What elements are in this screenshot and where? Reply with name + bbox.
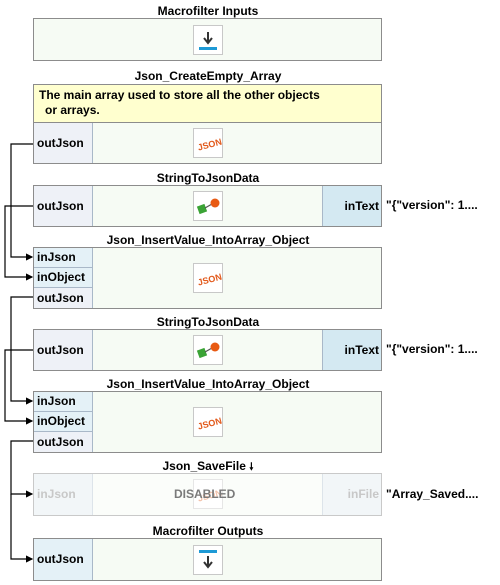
json-icon: JSON bbox=[193, 263, 223, 293]
string-to-json-1-block[interactable]: outJson inText bbox=[33, 185, 382, 227]
json-icon: JSON bbox=[193, 128, 223, 158]
download-marker-icon: 🠗 bbox=[249, 462, 254, 473]
in-json-port[interactable]: inJson bbox=[34, 248, 93, 268]
create-empty-array-title: Json_CreateEmpty_Array bbox=[134, 69, 282, 83]
save-file-title: Json_SaveFile 🠗 bbox=[33, 459, 383, 475]
in-text-value[interactable]: "{"version": 1.... bbox=[386, 342, 478, 356]
wire-insert2-to-outputs bbox=[10, 494, 34, 563]
in-file-value[interactable]: "Array_Saved.... bbox=[386, 487, 479, 501]
insert-value-2-title: Json_InsertValue_IntoArray_Object bbox=[106, 377, 310, 391]
input-arrow-icon bbox=[193, 25, 223, 55]
comment-line-2: or arrays. bbox=[45, 103, 100, 117]
in-json-port[interactable]: inJson bbox=[34, 392, 93, 412]
block-comment: The main array used to store all the oth… bbox=[33, 84, 382, 122]
in-text-value[interactable]: "{"version": 1.... bbox=[386, 198, 478, 212]
string-to-json-icon bbox=[193, 191, 223, 221]
out-json-port[interactable]: outJson bbox=[34, 288, 93, 308]
out-json-port[interactable]: outJson bbox=[34, 330, 93, 370]
in-json-port[interactable]: inJson bbox=[34, 474, 93, 515]
disabled-label: DISABLED bbox=[174, 487, 236, 501]
wire-string2-to-insert2-object bbox=[4, 349, 34, 425]
json-icon: JSON bbox=[193, 407, 223, 437]
json-icon: JSON bbox=[193, 479, 223, 509]
output-arrow-icon bbox=[193, 545, 223, 575]
comment-line-1: The main array used to store all the oth… bbox=[39, 88, 320, 102]
insert-value-1-title: Json_InsertValue_IntoArray_Object bbox=[106, 233, 310, 247]
save-file-title-text: Json_SaveFile bbox=[162, 459, 246, 473]
macrofilter-outputs-title: Macrofilter Outputs bbox=[152, 524, 264, 538]
string-to-json-2-title: StringToJsonData bbox=[156, 315, 260, 329]
out-json-port[interactable]: outJson bbox=[34, 123, 93, 163]
out-json-port[interactable]: outJson bbox=[34, 186, 93, 226]
insert-value-2-block[interactable]: inJson inObject outJson JSON bbox=[33, 391, 382, 453]
wire-string1-to-insert1-object bbox=[4, 205, 34, 281]
wire-insert1-to-insert2-json bbox=[10, 296, 34, 405]
in-file-port[interactable]: inFile bbox=[322, 474, 381, 515]
string-to-json-2-block[interactable]: outJson inText bbox=[33, 329, 382, 371]
macrofilter-outputs-block[interactable]: outJson bbox=[33, 538, 382, 581]
save-file-block[interactable]: inJson JSON DISABLED inFile bbox=[33, 473, 382, 516]
wire-create-to-insert1-json bbox=[10, 143, 34, 261]
out-json-port[interactable]: outJson bbox=[34, 539, 93, 580]
in-object-port[interactable]: inObject bbox=[34, 412, 93, 432]
macrofilter-inputs-title: Macrofilter Inputs bbox=[157, 4, 259, 18]
wire-insert2-to-savefile bbox=[10, 440, 34, 498]
insert-value-1-block[interactable]: inJson inObject outJson JSON bbox=[33, 247, 382, 309]
in-text-port[interactable]: inText bbox=[322, 186, 381, 226]
in-object-port[interactable]: inObject bbox=[34, 268, 93, 288]
create-empty-array-block[interactable]: outJson JSON bbox=[33, 122, 382, 164]
in-text-port[interactable]: inText bbox=[322, 330, 381, 370]
string-to-json-icon bbox=[193, 335, 223, 365]
string-to-json-1-title: StringToJsonData bbox=[156, 171, 260, 185]
out-json-port[interactable]: outJson bbox=[34, 432, 93, 452]
macrofilter-inputs-block[interactable] bbox=[33, 18, 382, 61]
